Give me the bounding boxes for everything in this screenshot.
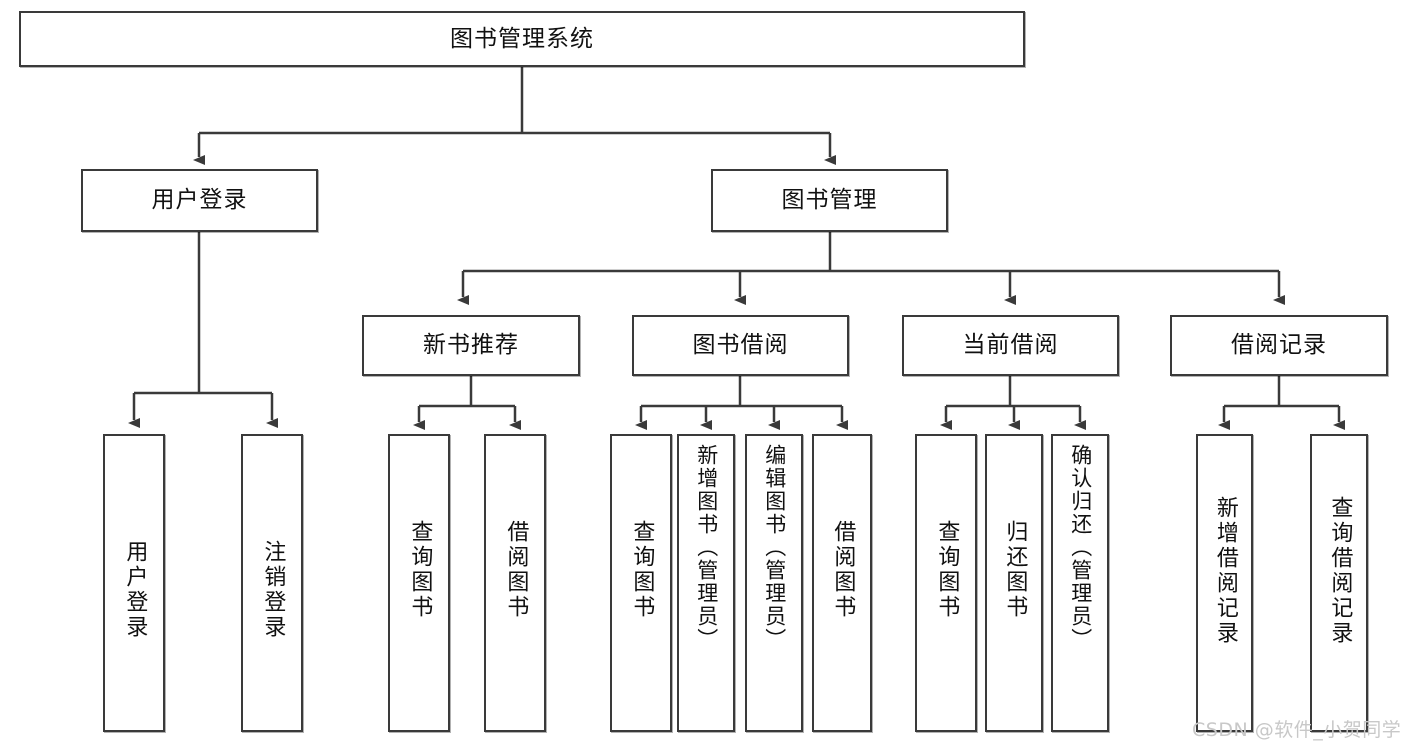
node-label: 图书借阅	[692, 332, 789, 359]
watermark-text: CSDN @软件_小贺同学	[1192, 719, 1402, 741]
leaf-borrow-book[interactable]: 借阅图书	[812, 434, 872, 732]
leaf-query-book-recommend[interactable]: 查询图书	[388, 434, 450, 732]
leaf-confirm-return-admin[interactable]: 确认归还（管理员）	[1051, 434, 1109, 732]
node-label: 确认归还（管理员）	[1068, 444, 1093, 651]
leaf-return-book[interactable]: 归还图书	[985, 434, 1043, 732]
node-label: 查询图书	[407, 520, 433, 620]
leaf-edit-book-admin[interactable]: 编辑图书（管理员）	[745, 434, 803, 732]
node-label: 查询借阅记录	[1327, 496, 1353, 646]
node-root-book-management-system[interactable]: 图书管理系统	[19, 11, 1025, 67]
node-label: 查询图书	[934, 520, 960, 620]
node-book-management[interactable]: 图书管理	[711, 169, 948, 232]
node-label: 用户登录	[122, 540, 148, 640]
leaf-add-borrow-record[interactable]: 新增借阅记录	[1196, 434, 1253, 732]
node-label: 用户登录	[151, 187, 248, 214]
node-label: 借阅图书	[830, 520, 856, 620]
node-label: 借阅记录	[1231, 332, 1327, 359]
node-borrow-records[interactable]: 借阅记录	[1170, 315, 1388, 376]
node-book-borrow[interactable]: 图书借阅	[632, 315, 849, 376]
node-label: 新书推荐	[423, 332, 519, 359]
leaf-user-login[interactable]: 用户登录	[103, 434, 165, 732]
leaf-logout[interactable]: 注销登录	[241, 434, 303, 732]
node-label: 借阅图书	[503, 520, 529, 620]
node-label: 查询图书	[629, 520, 655, 620]
leaf-query-book-current[interactable]: 查询图书	[915, 434, 977, 732]
node-label: 注销登录	[260, 540, 286, 640]
node-label: 图书管理	[781, 187, 878, 214]
node-label: 图书管理系统	[450, 25, 594, 52]
node-label: 新增借阅记录	[1212, 496, 1238, 646]
node-label: 新增图书（管理员）	[694, 444, 719, 651]
leaf-query-book-borrow[interactable]: 查询图书	[610, 434, 672, 732]
node-user-login[interactable]: 用户登录	[81, 169, 318, 232]
node-label: 当前借阅	[962, 332, 1059, 359]
node-label: 编辑图书（管理员）	[762, 444, 787, 651]
leaf-borrow-book-recommend[interactable]: 借阅图书	[484, 434, 546, 732]
node-new-book-recommend[interactable]: 新书推荐	[362, 315, 580, 376]
node-label: 归还图书	[1002, 520, 1028, 620]
node-current-borrow[interactable]: 当前借阅	[902, 315, 1119, 376]
leaf-query-borrow-record[interactable]: 查询借阅记录	[1310, 434, 1368, 732]
leaf-add-book-admin[interactable]: 新增图书（管理员）	[677, 434, 735, 732]
